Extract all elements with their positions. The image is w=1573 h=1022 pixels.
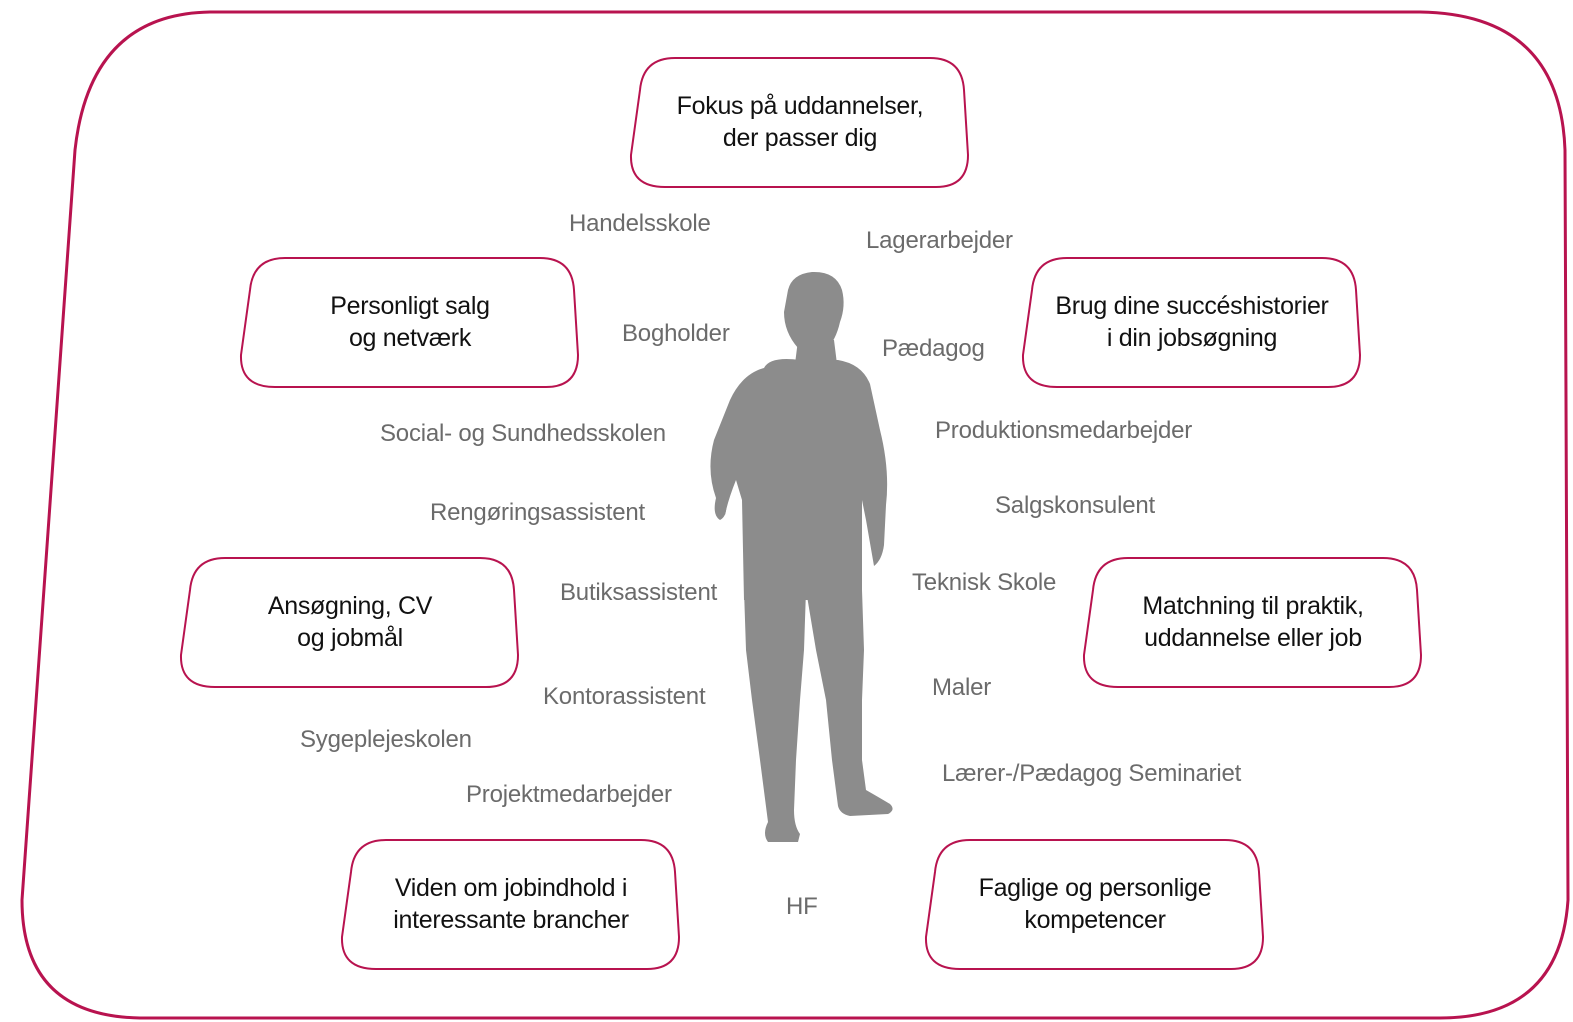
box-matching-label: Matchning til praktik, uddannelse eller … — [1142, 592, 1364, 652]
box-job-knowledge — [340, 839, 681, 970]
tag-maler: Maler — [932, 674, 992, 701]
tag-social-sundhed: Social- og Sundhedsskolen — [380, 420, 666, 447]
tag-rengoering: Rengøringsassistent — [430, 499, 645, 526]
tag-salgskonsulent: Salgskonsulent — [995, 492, 1155, 519]
tag-sygepleje: Sygeplejeskolen — [300, 726, 472, 753]
box-education-focus — [629, 57, 970, 188]
tag-handelsskole: Handelsskole — [569, 210, 711, 237]
tag-hf: HF — [786, 893, 818, 920]
tag-paedagog: Pædagog — [882, 335, 985, 362]
box-success-stories — [1021, 257, 1362, 388]
tag-teknisk-skole: Teknisk Skole — [912, 569, 1057, 596]
box-personal-sales-label: Personligt salg og netværk — [330, 292, 490, 352]
box-application-cv-label: Ansøgning, CV og jobmål — [267, 592, 433, 652]
box-competences — [924, 839, 1265, 970]
box-competences-label: Faglige og personlige kompetencer — [978, 874, 1212, 934]
tag-projektmedarbejder: Projektmedarbejder — [466, 781, 672, 808]
tag-butiksassistent: Butiksassistent — [560, 579, 718, 606]
tag-laerer-seminariet: Lærer-/Pædagog Seminariet — [942, 760, 1242, 787]
tag-produktion: Produktionsmedarbejder — [935, 417, 1193, 444]
box-personal-sales — [239, 257, 580, 388]
outer-frame — [20, 10, 1570, 1020]
box-matching — [1082, 557, 1423, 688]
tag-kontorassistent: Kontorassistent — [543, 683, 706, 710]
box-education-focus-label: Fokus på uddannelser, der passer dig — [676, 92, 924, 152]
tag-bogholder: Bogholder — [622, 320, 730, 347]
tag-lagerarbejder: Lagerarbejder — [866, 227, 1013, 254]
box-success-stories-label: Brug dine succéshistorier i din jobsøgni… — [1055, 292, 1329, 352]
person-silhouette-icon — [710, 271, 893, 842]
box-job-knowledge-label: Viden om jobindhold i interessante branc… — [393, 874, 629, 934]
box-application-cv — [179, 557, 520, 688]
